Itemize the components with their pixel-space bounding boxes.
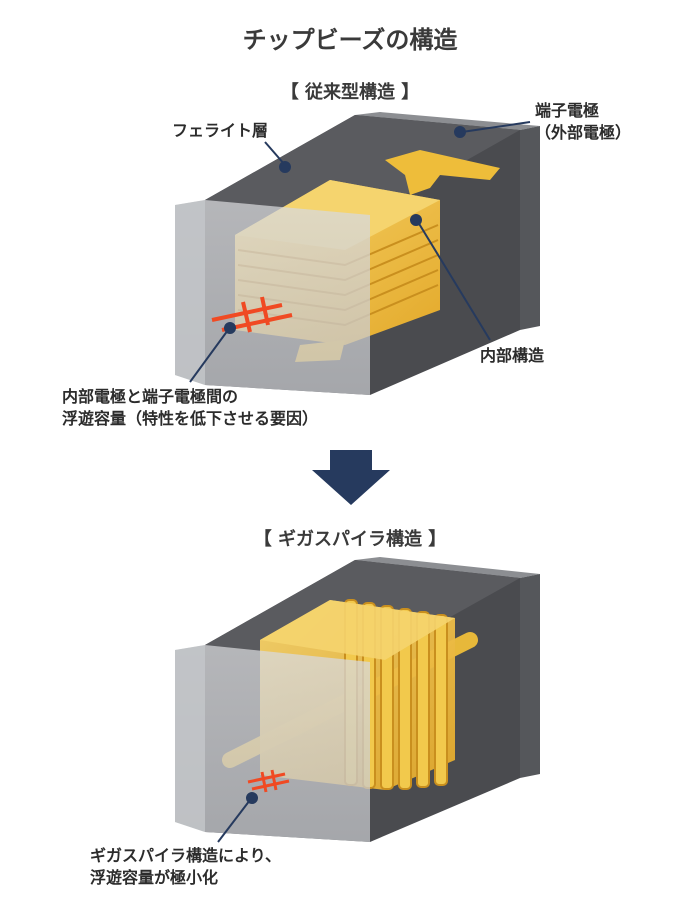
minimized-capacitance-symbol bbox=[247, 769, 290, 793]
gigaspiral-label: ギガスパイラ構造により、 浮遊容量が極小化 bbox=[90, 846, 282, 887]
down-arrow-icon bbox=[312, 450, 390, 505]
stray-capacitance-label: 内部電極と端子電極間の 浮遊容量（特性を低下させる要因） bbox=[62, 387, 319, 428]
conventional-heading: 【 従来型構造 】 bbox=[280, 82, 420, 103]
gigaspiral-heading: 【 ギガスパイラ構造 】 bbox=[253, 529, 447, 550]
terminal-electrode-label: 端子電極 （外部電極） bbox=[535, 101, 632, 142]
gigaspiral-chip bbox=[175, 557, 540, 843]
conventional-chip bbox=[175, 112, 540, 395]
diagram-title: チップビーズの構造 bbox=[242, 26, 458, 54]
front-terminal-electrode bbox=[175, 200, 370, 395]
internal-structure-label: 内部構造 bbox=[480, 346, 545, 365]
ferrite-layer-label: フェライト層 bbox=[172, 121, 269, 140]
front-terminal-electrode-2 bbox=[175, 645, 370, 842]
